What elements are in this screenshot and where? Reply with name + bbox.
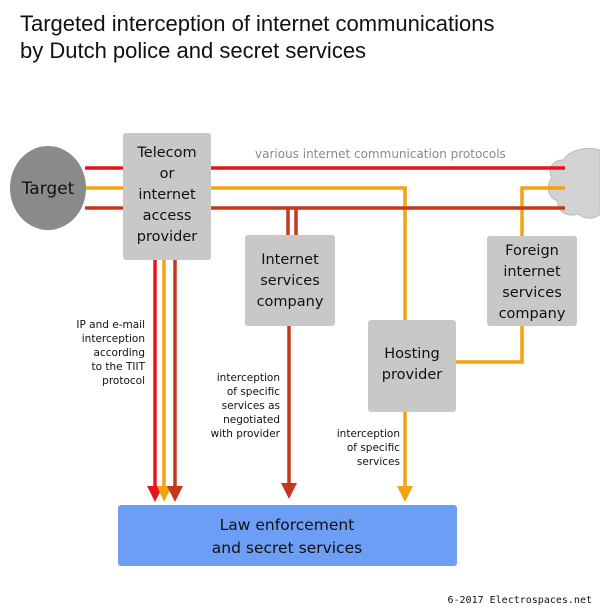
telecom-label-4: access: [143, 208, 192, 224]
specific-line-3: services: [357, 456, 400, 468]
tiit-line-3: according: [94, 347, 145, 359]
foreign-label-2: internet: [503, 264, 561, 280]
hosting-node: Hosting provider: [368, 320, 456, 412]
tiit-note: IP and e-mail interception according to …: [76, 319, 145, 387]
services-label-3: company: [257, 294, 324, 310]
telecom-label-3: internet: [138, 187, 196, 203]
tiit-line-5: protocol: [102, 375, 145, 387]
telecom-label-2: or: [160, 166, 175, 182]
foreign-label-3: services: [502, 285, 562, 301]
arrow-hosting: [397, 486, 413, 502]
foreign-label-1: Foreign: [505, 243, 559, 259]
arrow-services: [281, 483, 297, 499]
orange-line-cloud: [520, 186, 565, 240]
foreign-label-4: company: [499, 306, 566, 322]
target-node: Target: [10, 146, 86, 230]
arrow-tiit-orange: [157, 486, 172, 502]
title-line-2: by Dutch police and secret services: [20, 38, 367, 63]
orange-line-foreign-hosting: [455, 325, 524, 364]
internet-cloud-icon: [547, 147, 600, 219]
services-label-2: services: [260, 273, 320, 289]
telecom-label-1: Telecom: [136, 145, 196, 161]
footer-credit: 6-2017 Electrospaces.net: [447, 595, 593, 606]
telecom-node: Telecom or internet access provider: [123, 133, 211, 260]
negotiated-line-5: with provider: [211, 428, 281, 440]
negotiated-line-4: negotiated: [223, 414, 280, 426]
negotiated-line-3: services as: [222, 400, 280, 412]
negotiated-line-1: interception: [217, 372, 280, 384]
internet-services-node: Internet services company: [245, 235, 335, 326]
law-label-2: and secret services: [212, 539, 362, 557]
tiit-line-2: interception: [82, 333, 145, 345]
target-label: Target: [21, 179, 75, 199]
title-line-1: Targeted interception of internet commun…: [20, 11, 495, 36]
services-label-1: Internet: [261, 252, 319, 268]
protocols-label: various internet communication protocols: [255, 147, 506, 161]
negotiated-line-2: of specific: [227, 386, 280, 398]
law-label-1: Law enforcement: [220, 516, 355, 534]
tiit-line-1: IP and e-mail: [76, 319, 145, 331]
arrow-heads: [147, 483, 413, 502]
telecom-label-5: provider: [137, 229, 197, 245]
page-title: Targeted interception of internet commun…: [20, 10, 590, 64]
specific-line-1: interception: [337, 428, 400, 440]
tiit-line-4: to the TIIT: [92, 361, 146, 373]
specific-line-2: of specific: [347, 442, 400, 454]
negotiated-note: interception of specific services as neg…: [211, 372, 281, 440]
hosting-label-2: provider: [382, 367, 442, 383]
law-enforcement-node: Law enforcement and secret services: [118, 505, 457, 566]
specific-note: interception of specific services: [337, 428, 400, 468]
foreign-services-node: Foreign internet services company: [487, 236, 577, 326]
hosting-label-1: Hosting: [384, 346, 439, 362]
arrow-tiit-darkred: [167, 486, 183, 502]
